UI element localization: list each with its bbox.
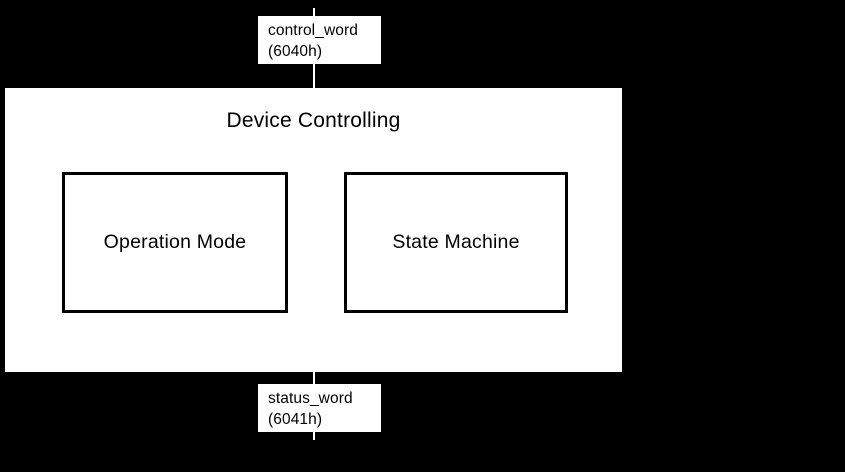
operation-mode-block[interactable]: Operation Mode: [62, 172, 288, 313]
connector-control-word-in: [313, 8, 315, 17]
device-controlling-container[interactable]: Device Controlling Operation Mode State …: [5, 88, 622, 372]
connector-control-word-to-container: [313, 62, 315, 89]
container-title: Device Controlling: [226, 109, 401, 132]
status-word-node[interactable]: status_word (6041h): [258, 384, 381, 432]
operation-mode-label: Operation Mode: [103, 231, 247, 253]
control-word-index: (6040h): [268, 43, 323, 60]
control-word-name: control_word: [268, 22, 358, 39]
connector-container-to-status-word: [313, 371, 315, 385]
state-machine-block[interactable]: State Machine: [344, 172, 568, 313]
status-word-index: (6041h): [268, 411, 323, 428]
state-machine-label: State Machine: [392, 231, 520, 253]
status-word-name: status_word: [268, 390, 353, 407]
control-word-node[interactable]: control_word (6040h): [258, 16, 381, 64]
connector-status-word-out: [313, 430, 315, 440]
